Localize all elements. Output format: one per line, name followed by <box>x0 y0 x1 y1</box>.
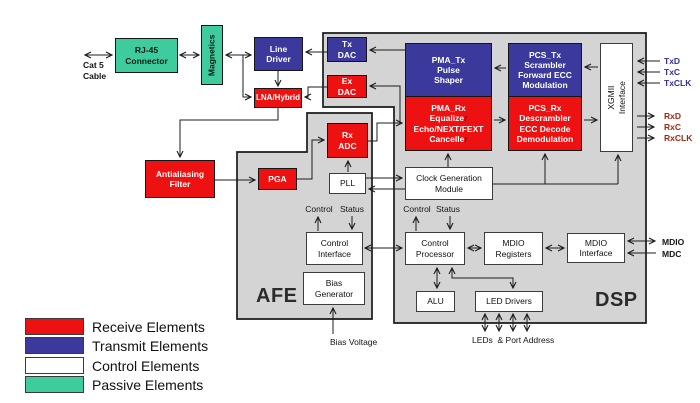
block-pga: PGA <box>258 168 297 190</box>
legend-label: Control Elements <box>92 357 200 374</box>
line-branch-exdac <box>370 86 401 123</box>
pma-rx-line3: Echo/NEXT/FEXT <box>413 123 484 134</box>
block-pcs-rx: PCS_Rx Descrambler ECC Decode Demodulati… <box>508 96 582 151</box>
block-magnetics: Magnetics <box>201 25 223 85</box>
cat5-cable-label: Cat 5 Cable <box>83 60 107 81</box>
legend-item-receive: Receive Elements <box>25 318 205 335</box>
line-ctrlproc-leddrivers <box>452 268 513 288</box>
pma-rx-line4: Canceller <box>429 133 468 144</box>
bias-voltage-label: Bias Voltage <box>330 337 378 347</box>
block-ex-dac: Ex DAC <box>327 75 367 98</box>
block-mdio-registers: MDIO Registers <box>484 232 543 265</box>
afe-status-label: Status <box>339 204 365 214</box>
dsp-control-label: Control <box>403 204 431 214</box>
block-control-processor: Control Processor <box>405 232 465 265</box>
pma-rx-line2: Equalizer <box>429 113 468 124</box>
afe-control-label: Control <box>305 204 333 214</box>
leds-port-address-label: LEDs & Port Address <box>472 335 555 345</box>
port-mdio: MDIO <box>662 237 685 247</box>
legend-label: Receive Elements <box>92 318 205 335</box>
port-txd: TxD <box>664 56 681 66</box>
port-txclk: TxCLK <box>664 78 692 88</box>
block-line-driver: Line Driver <box>254 37 303 71</box>
legend-item-control: Control Elements <box>25 357 199 374</box>
legend-label: Transmit Elements <box>92 337 209 354</box>
port-rxc: RxC <box>664 122 682 132</box>
port-txc: TxC <box>664 67 681 77</box>
legend-item-transmit: Transmit Elements <box>25 337 208 354</box>
line-pga-rxadc <box>297 140 324 180</box>
xgmii-label: XGMII Interface <box>605 80 627 115</box>
block-bias-generator: Bias Generator <box>303 272 365 305</box>
dsp-status-label: Status <box>435 204 461 214</box>
block-pcs-tx: PCS_Tx Scrambler Forward ECC Modulation <box>508 43 582 97</box>
line-junction-lna <box>242 55 251 97</box>
block-antialiasing-filter: Antialiasing Filter <box>145 160 215 198</box>
block-rx-adc: Rx ADC <box>327 123 368 158</box>
dsp-region-label: DSP <box>595 289 638 311</box>
port-mdc: MDC <box>662 249 682 259</box>
afe-region-label: AFE <box>256 285 298 307</box>
block-pll: PLL <box>329 173 366 194</box>
pma-rx-line1: PMA_Rx <box>431 103 466 114</box>
port-rxclk: RxCLK <box>664 133 693 143</box>
block-clock-generation-module: Clock Generation Module <box>405 167 493 200</box>
legend-item-passive: Passive Elements <box>25 376 203 393</box>
block-xgmii-interface: XGMII Interface <box>600 43 633 152</box>
block-mdio-interface: MDIO Interface <box>567 233 625 263</box>
line-exdac-lna <box>305 86 327 97</box>
port-rxd: RxD <box>664 111 682 121</box>
block-pma-tx: PMA_Tx Pulse Shaper <box>405 43 492 97</box>
receive-swatch <box>25 318 84 335</box>
block-rj45-connector: RJ-45 Connector <box>115 38 178 73</box>
afe-region <box>236 112 373 320</box>
legend-label: Passive Elements <box>92 376 204 393</box>
block-tx-dac: Tx DAC <box>327 37 367 62</box>
line-rxadc-pmarx <box>368 123 402 142</box>
line-lna-antialiasing <box>180 108 279 157</box>
magnetics-label: Magnetics <box>206 34 217 76</box>
block-alu: ALU <box>416 291 455 312</box>
transmit-swatch <box>25 337 84 354</box>
block-pma-rx: PMA_Rx Equalizer Echo/NEXT/FEXT Cancelle… <box>405 96 492 151</box>
block-lna-hybrid: LNA/Hybrid <box>254 88 302 108</box>
block-led-drivers: LED Drivers <box>475 291 543 312</box>
block-control-interface: Control Interface <box>306 232 363 265</box>
control-swatch <box>25 357 84 374</box>
passive-swatch <box>25 376 84 393</box>
